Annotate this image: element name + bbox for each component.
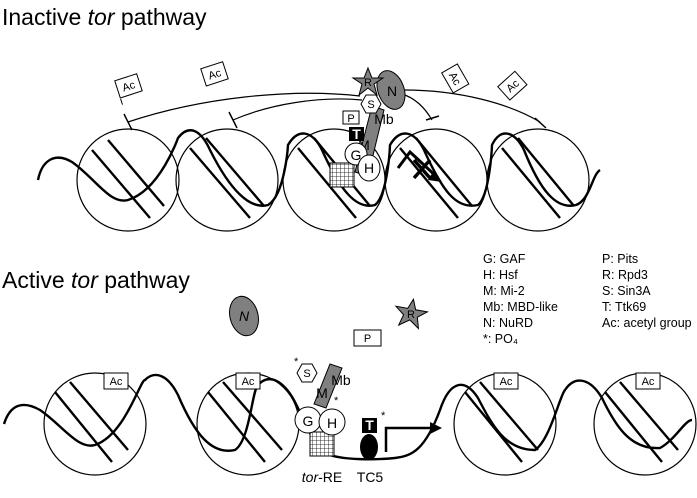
svg-text:*: *	[294, 356, 299, 368]
acetyl-flag: Ac	[103, 372, 129, 390]
hsf-circle	[357, 154, 381, 182]
svg-text:N: N	[239, 308, 250, 324]
inhibition-arc	[403, 89, 541, 123]
svg-text:Ac: Ac	[121, 79, 137, 95]
tor-re-element	[329, 162, 355, 188]
tor-re-label: tor-RE	[302, 469, 342, 485]
svg-text:T: T	[352, 126, 361, 142]
svg-text:P: P	[364, 333, 371, 345]
legend-entry: N: NuRD	[483, 316, 533, 330]
svg-text:G: G	[303, 413, 314, 429]
legend-entry: H: Hsf	[483, 268, 518, 282]
dna-diagonal	[189, 137, 265, 219]
ttk69-box	[349, 127, 364, 141]
dna-diagonal	[54, 381, 129, 463]
svg-text:G: G	[351, 147, 362, 163]
nucleosome	[43, 372, 147, 476]
legend-entry: G: GAF	[483, 252, 526, 266]
svg-text:S: S	[367, 99, 374, 111]
dna-diagonal	[464, 381, 539, 463]
rpd3-star	[351, 66, 385, 97]
hsf-circle	[318, 408, 346, 436]
arrow-head	[430, 422, 442, 434]
legend-entry: P: Pits	[602, 252, 638, 266]
dna-diagonal	[501, 137, 575, 219]
svg-text:*: *	[334, 395, 339, 407]
acetyl-flag: Ac	[441, 63, 470, 94]
inactive-pathway: Ac Ac Ac Ac M N R S Mb P T	[36, 61, 601, 232]
tc5-element	[360, 434, 378, 460]
svg-text:N: N	[387, 83, 397, 99]
legend-entry: R: Rpd3	[602, 268, 648, 282]
svg-text:H: H	[327, 415, 337, 431]
dna-diagonal	[91, 139, 165, 219]
inhibition-bar	[534, 117, 547, 129]
inhibition-bar	[123, 113, 133, 131]
tc5-label: TC5	[357, 469, 384, 485]
legend-entry: Mb: MBD-like	[483, 300, 558, 314]
nurd-free	[229, 295, 259, 337]
tor-re-element	[309, 431, 335, 457]
active-pathway-title: Active tor pathway	[2, 267, 190, 293]
sin3a-hexagon	[360, 94, 382, 114]
ttk69-box	[362, 418, 377, 433]
dna-diagonal	[207, 381, 283, 463]
acetyl-flag: Ac	[235, 372, 261, 390]
svg-text:H: H	[364, 160, 374, 176]
svg-text:M: M	[316, 385, 328, 401]
dna-diagonal	[399, 137, 473, 219]
inhibition-arc	[232, 98, 363, 121]
svg-text:Mb: Mb	[331, 372, 351, 388]
svg-text:Ac: Ac	[110, 376, 123, 388]
svg-text:*: *	[381, 410, 386, 422]
repressor-complex: M N R S Mb P T G H	[329, 66, 406, 188]
svg-text:M: M	[358, 137, 370, 153]
inhibition-arc	[401, 93, 433, 121]
transcription-arrow	[384, 426, 432, 452]
inhibition-bar	[228, 111, 238, 129]
rpd3-star-free	[394, 297, 429, 330]
svg-text:Ac: Ac	[207, 67, 223, 83]
svg-text:R: R	[364, 77, 372, 89]
acetyl-flag: Ac	[635, 372, 661, 390]
inhibition-bar	[425, 115, 440, 121]
svg-text:Mb: Mb	[374, 111, 394, 127]
svg-text:Ac: Ac	[242, 376, 255, 388]
svg-text:T: T	[365, 417, 374, 433]
nucleosome	[76, 128, 180, 232]
pits-free	[353, 329, 382, 347]
activator-complex: M S * Mb * G H	[294, 356, 351, 457]
svg-text:S: S	[303, 368, 310, 380]
svg-text:P: P	[347, 113, 354, 125]
acetyl-flag: Ac	[493, 372, 519, 390]
legend-entry: S: Sin3A	[602, 284, 651, 298]
inactive-pathway-title: Inactive tor pathway	[2, 4, 207, 30]
svg-text:R: R	[407, 309, 415, 321]
nucleosome	[175, 128, 279, 232]
pits-box	[342, 110, 360, 125]
legend: G: GAF P: Pits H: Hsf R: Rpd3 M: Mi-2 S:…	[483, 252, 692, 346]
sin3a-hexagon	[296, 363, 318, 383]
dna-strand	[36, 129, 601, 207]
acetyl-flag: Ac	[497, 70, 528, 101]
svg-text:Ac: Ac	[500, 376, 513, 388]
blocked-transcription-arrow	[396, 149, 442, 182]
legend-entry: T: Ttk69	[602, 300, 646, 314]
dna-diagonal	[604, 381, 679, 463]
legend-entry: *: PO₄	[483, 332, 518, 346]
acetyl-flag: Ac	[114, 73, 143, 105]
nurd-subunit	[376, 70, 406, 110]
mi2-subunit	[313, 363, 343, 409]
inhibition-arc	[127, 92, 361, 123]
active-pathway: N R P Ac Ac Ac Ac	[2, 295, 697, 485]
acetyl-flag: Ac	[200, 61, 229, 87]
legend-entry: Ac: acetyl group	[602, 316, 692, 330]
svg-text:Ac: Ac	[446, 70, 463, 88]
svg-text:Ac: Ac	[642, 376, 655, 388]
legend-entry: M: Mi-2	[483, 284, 525, 298]
